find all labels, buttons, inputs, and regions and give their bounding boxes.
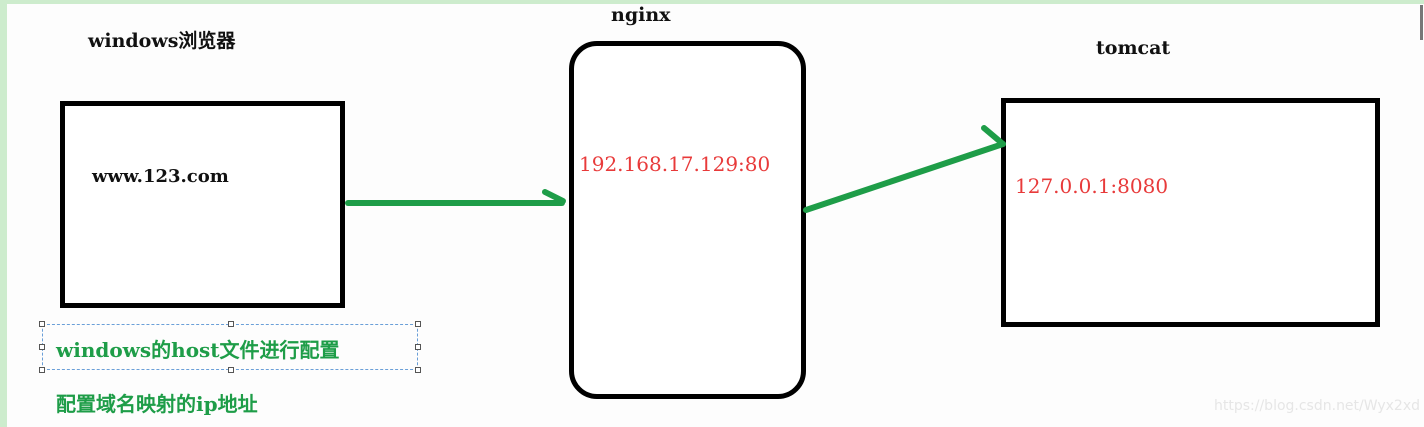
resize-handle[interactable] <box>228 321 234 327</box>
browser-box <box>60 101 345 308</box>
nginx-address: 192.168.17.129:80 <box>579 152 771 176</box>
resize-handle[interactable] <box>39 344 45 350</box>
domain-mapping-note: 配置域名映射的ip地址 <box>56 392 258 416</box>
scrollbar-thumb[interactable] <box>1420 5 1423 40</box>
resize-handle[interactable] <box>39 321 45 327</box>
resize-handle[interactable] <box>39 367 45 373</box>
nginx-box <box>569 41 806 399</box>
resize-handle[interactable] <box>415 321 421 327</box>
text-selection-box[interactable] <box>39 321 421 373</box>
nginx-title: nginx <box>611 4 671 26</box>
resize-handle[interactable] <box>228 367 234 373</box>
arrow-browser-to-nginx <box>345 189 566 206</box>
arrow-nginx-to-tomcat <box>803 125 1006 213</box>
browser-title: windows浏览器 <box>88 30 236 52</box>
hosts-config-note[interactable]: windows的host文件进行配置 <box>56 338 340 362</box>
watermark: https://blog.csdn.net/Wyx2xd <box>1214 398 1421 414</box>
tomcat-title: tomcat <box>1096 37 1171 59</box>
resize-handle[interactable] <box>415 367 421 373</box>
browser-address: www.123.com <box>92 166 229 187</box>
resize-handle[interactable] <box>415 344 421 350</box>
tomcat-box <box>1001 98 1380 327</box>
tomcat-address: 127.0.0.1:8080 <box>1015 174 1169 198</box>
